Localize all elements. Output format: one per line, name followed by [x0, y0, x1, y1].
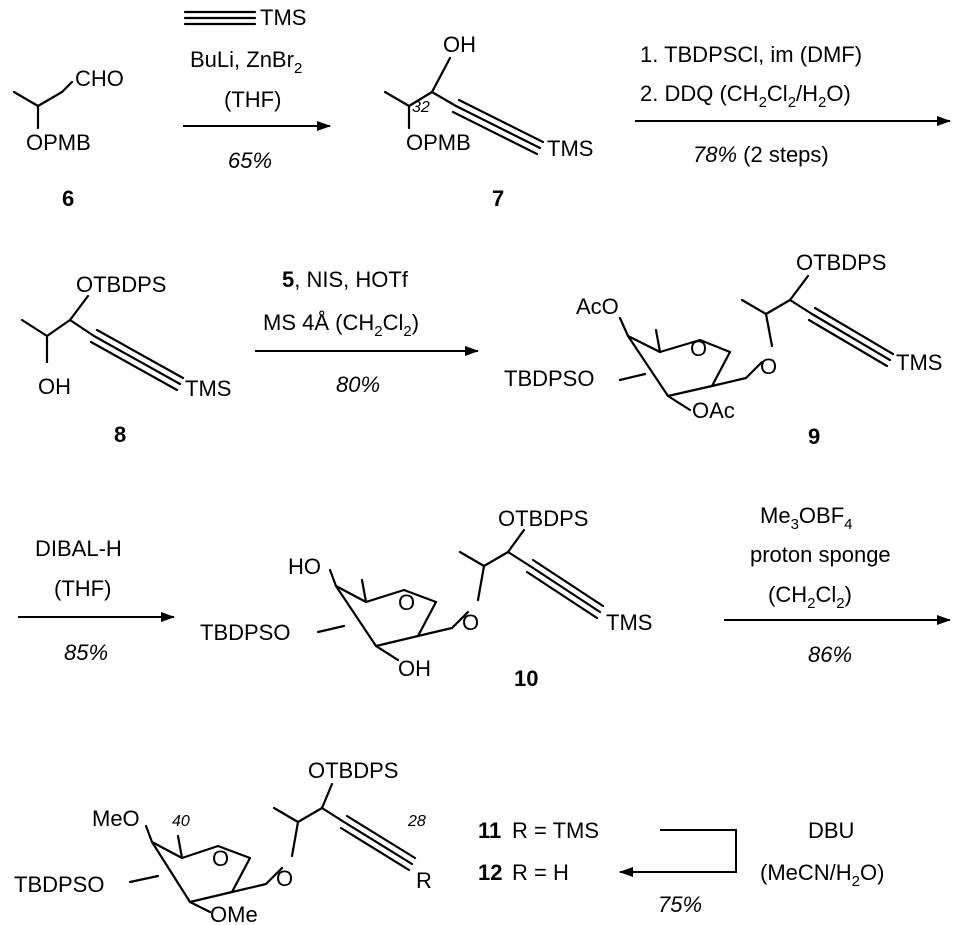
- step-2: 1. TBDPSCl, im (DMF) 2. DDQ (CH2Cl2/H2O)…: [635, 42, 951, 167]
- s2-line2: 2. DDQ (CH2Cl2/H2O): [640, 81, 851, 111]
- c9-ring-o: O: [690, 336, 707, 361]
- compound-7: OH 32 OPMB TMS 7: [383, 32, 593, 211]
- step-5: Me3OBF4 proton sponge (CH2Cl2) 86%: [724, 503, 951, 667]
- compound-6: CHO OPMB 6: [12, 66, 124, 211]
- c11-tbdpso-label: TBDPSO: [14, 872, 104, 897]
- s5-line3: (CH2Cl2): [768, 582, 852, 612]
- s1-line1: BuLi, ZnBr2: [190, 47, 302, 77]
- legend-11-text: R = TMS: [512, 818, 599, 843]
- s2-line1: 1. TBDPSCl, im (DMF): [640, 42, 862, 67]
- c8-oh-label: OH: [38, 374, 71, 399]
- c8-tms-label: TMS: [185, 376, 231, 401]
- c9-oac-label: OAc: [692, 398, 735, 423]
- c7-tms-label: TMS: [547, 136, 593, 161]
- compound-9: AcO TBDPSO O O OAc OTBDPS TMS 9: [504, 250, 942, 449]
- c6-opmb-label: OPMB: [26, 130, 91, 155]
- c11-meo-label: MeO: [92, 806, 140, 831]
- c11-link-o: O: [276, 866, 293, 891]
- compound-8-number: 8: [114, 422, 126, 447]
- compound-9-number: 9: [808, 424, 820, 449]
- c9-tms-label: TMS: [896, 350, 942, 375]
- c11-r-label: R: [416, 868, 432, 893]
- c11-otbdps-label: OTBDPS: [308, 758, 398, 783]
- compound-6-number: 6: [62, 186, 74, 211]
- s5-line1: Me3OBF4: [760, 503, 852, 533]
- s1-line2: (THF): [224, 87, 281, 112]
- compound-10-number: 10: [514, 666, 538, 691]
- c11-ome-label: OMe: [210, 902, 258, 925]
- s2-yield: 78% (2 steps): [693, 142, 829, 167]
- s1-yield: 65%: [228, 148, 272, 173]
- reaction-arrow-6: [619, 829, 737, 877]
- c9-link-o: O: [760, 354, 777, 379]
- s3-line1: 5, NIS, HOTf: [282, 267, 409, 292]
- c9-aco-label: AcO: [576, 294, 619, 319]
- c10-ho-label: HO: [288, 554, 321, 579]
- compound-8: OTBDPS OH TMS 8: [20, 272, 231, 447]
- c10-oh-label: OH: [398, 656, 431, 681]
- c10-tbdpso-label: TBDPSO: [200, 620, 290, 645]
- legend-12-number: 12: [478, 860, 502, 885]
- c11-position-40: 40: [172, 813, 190, 830]
- c10-otbdps-label: OTBDPS: [498, 506, 588, 531]
- legend-12-text: R = H: [512, 860, 569, 885]
- c8-otbdps-label: OTBDPS: [76, 272, 166, 297]
- s5-line2: proton sponge: [750, 542, 891, 567]
- s4-yield: 85%: [64, 640, 108, 665]
- c10-tms-label: TMS: [606, 610, 652, 635]
- step-6: 75% DBU (MeCN/H2O): [619, 818, 884, 917]
- s3-line2: MS 4Å (CH2Cl2): [263, 310, 419, 340]
- c6-cho-label: CHO: [75, 66, 124, 91]
- c7-position-32: 32: [412, 99, 430, 116]
- compound-7-number: 7: [492, 186, 504, 211]
- s6-line1: DBU: [808, 818, 854, 843]
- s6-yield: 75%: [658, 892, 702, 917]
- s1-tms: TMS: [260, 5, 306, 30]
- legend-11-number: 11: [478, 818, 501, 843]
- s5-yield: 86%: [808, 642, 852, 667]
- c7-opmb-label: OPMB: [406, 130, 471, 155]
- c11-position-28: 28: [407, 813, 426, 830]
- s3-yield: 80%: [336, 372, 380, 397]
- c7-oh-label: OH: [443, 32, 476, 57]
- step-4: DIBAL-H (THF) 85%: [18, 536, 175, 665]
- c11-ring-o: O: [212, 846, 229, 871]
- c10-ring-o: O: [398, 590, 415, 615]
- c10-link-o: O: [462, 610, 479, 635]
- s6-line2: (MeCN/H2O): [760, 860, 884, 890]
- step-3: 5, NIS, HOTf MS 4Å (CH2Cl2) 80%: [255, 267, 479, 397]
- compound-10: HO TBDPSO O O OH OTBDPS TMS 10: [200, 506, 652, 691]
- compound-legend: 11 R = TMS 12 R = H: [478, 818, 599, 885]
- c9-tbdpso-label: TBDPSO: [504, 366, 594, 391]
- s4-line1: DIBAL-H: [35, 536, 122, 561]
- step-1: TMS BuLi, ZnBr2 (THF) 65%: [183, 5, 331, 173]
- compound-11-12: MeO 40 TBDPSO O O OMe OTBDPS 28 R: [14, 758, 432, 925]
- s4-line2: (THF): [54, 576, 111, 601]
- c9-otbdps-label: OTBDPS: [796, 250, 886, 275]
